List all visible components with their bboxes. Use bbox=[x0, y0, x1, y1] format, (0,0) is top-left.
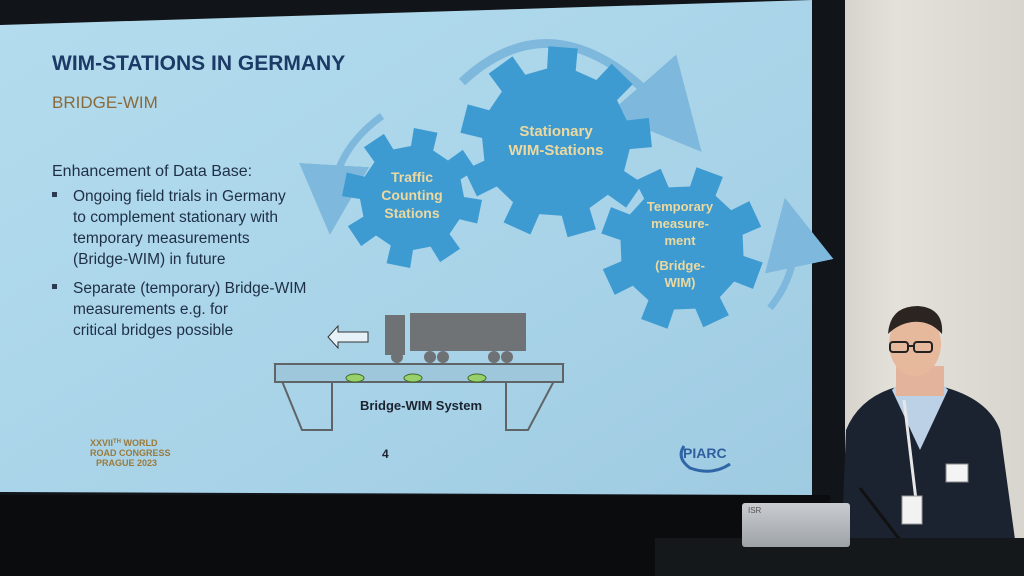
slide-title: WIM-STATIONS IN GERMANY bbox=[52, 52, 345, 75]
bridge-diagram bbox=[273, 363, 565, 431]
gear-label-line: measure- bbox=[651, 216, 709, 231]
bullet-1-line-1: Ongoing field trials in Germany bbox=[73, 188, 286, 205]
bullet-1-line-2: to complement stationary with bbox=[73, 209, 278, 226]
gear-label-line: Stations bbox=[384, 205, 439, 221]
gear-label-line: Traffic bbox=[391, 169, 433, 185]
congress-logo-line-2: ROAD CONGRESS bbox=[90, 448, 171, 458]
presenter-person bbox=[840, 306, 1020, 576]
congress-logo-line-3: PRAGUE 2023 bbox=[96, 458, 157, 468]
piarc-logo: PIARC bbox=[679, 445, 731, 473]
direction-arrow-icon bbox=[327, 324, 369, 350]
piarc-logo-text: PIARC bbox=[683, 445, 727, 461]
bullet-1-line-3: temporary measurements bbox=[73, 230, 250, 247]
slide-subtitle: BRIDGE-WIM bbox=[52, 93, 158, 112]
cycle-arrow-left bbox=[299, 113, 385, 235]
truck-icon bbox=[385, 313, 526, 363]
gear-label-line: WIM) bbox=[664, 275, 695, 290]
congress-logo-line-1: XXVIITH WORLD bbox=[90, 438, 158, 448]
cycle-arrow-top bbox=[458, 39, 702, 152]
gear-label-line: Counting bbox=[381, 187, 442, 203]
intro-text: Enhancement of Data Base: bbox=[52, 163, 252, 180]
laptop-logo: ISR bbox=[748, 506, 762, 515]
gear-label-line: Stationary bbox=[519, 123, 593, 140]
gear-label-line: Temporary bbox=[647, 199, 714, 214]
page-number: 4 bbox=[382, 447, 389, 461]
gear-label-line: (Bridge- bbox=[655, 258, 705, 273]
laptop: ISR bbox=[742, 503, 850, 547]
gear-temporary-measurement bbox=[601, 167, 763, 329]
bullet-marker bbox=[52, 192, 57, 197]
gear-stationary-wim bbox=[460, 46, 652, 238]
gear-traffic-counting bbox=[342, 128, 482, 268]
gear-label-line: ment bbox=[664, 233, 696, 248]
bullet-marker bbox=[52, 284, 57, 289]
wim-sensor bbox=[467, 373, 487, 383]
bullet-1-line-4: (Bridge-WIM) in future bbox=[73, 251, 225, 268]
bullet-2-line-3: critical bridges possible bbox=[73, 322, 233, 339]
gear-label-line: WIM-Stations bbox=[509, 142, 604, 159]
wim-sensor bbox=[403, 373, 423, 383]
cycle-arrow-right bbox=[764, 197, 834, 311]
bullet-2-line-1: Separate (temporary) Bridge-WIM bbox=[73, 280, 306, 297]
bridge-wim-label: Bridge-WIM System bbox=[360, 398, 482, 413]
wim-sensor bbox=[345, 373, 365, 383]
bullet-2-line-2: measurements e.g. for bbox=[73, 301, 228, 318]
